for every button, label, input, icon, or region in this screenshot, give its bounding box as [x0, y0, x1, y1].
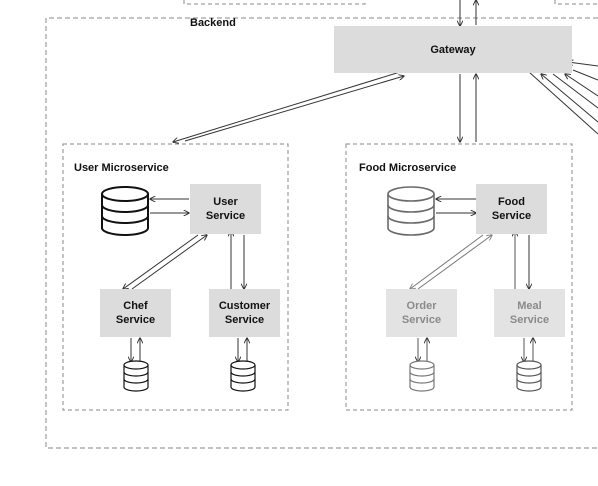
food-microservice-title: Food Microservice	[359, 162, 457, 174]
user-database-icon	[101, 186, 149, 236]
order-service-label: Order Service	[401, 300, 442, 326]
customer-service-node: Customer Service	[209, 289, 280, 337]
arrow	[568, 62, 598, 67]
arrow	[541, 74, 598, 123]
food-microservice-container	[345, 143, 573, 411]
arrow	[565, 74, 598, 97]
food-database-icon	[387, 186, 435, 236]
gateway-label: Gateway	[430, 43, 476, 56]
chef-service-label: Chef Service	[115, 300, 156, 326]
arrow	[410, 234, 484, 289]
customer-database-icon	[230, 360, 256, 392]
food-service-label: Food Service	[491, 196, 532, 222]
user-microservice-title: User Microservice	[74, 162, 169, 174]
order-database-icon	[409, 360, 435, 392]
user-service-label: User Service	[205, 196, 246, 222]
user-microservice-container	[62, 143, 289, 411]
upper-box-edge-right	[554, 0, 598, 5]
arrow	[123, 234, 199, 289]
customer-service-label: Customer Service	[218, 300, 271, 326]
meal-service-node: Meal Service	[494, 289, 565, 337]
order-service-node: Order Service	[386, 289, 457, 337]
arrow	[173, 71, 401, 142]
food-service-node: Food Service	[476, 184, 547, 234]
meal-service-label: Meal Service	[509, 300, 550, 326]
chef-service-node: Chef Service	[100, 289, 171, 337]
user-service-node: User Service	[190, 184, 261, 234]
arrow	[184, 76, 404, 142]
arrow	[417, 235, 492, 290]
upper-box-edge	[183, 0, 366, 5]
meal-database-icon	[516, 360, 542, 392]
arrow	[572, 69, 598, 81]
backend-label: Backend	[190, 17, 236, 29]
backend-container	[45, 17, 598, 449]
arrow	[528, 71, 598, 135]
arrow	[131, 235, 207, 290]
gateway-node: Gateway	[334, 26, 572, 73]
chef-database-icon	[123, 360, 149, 392]
arrow	[552, 73, 598, 109]
